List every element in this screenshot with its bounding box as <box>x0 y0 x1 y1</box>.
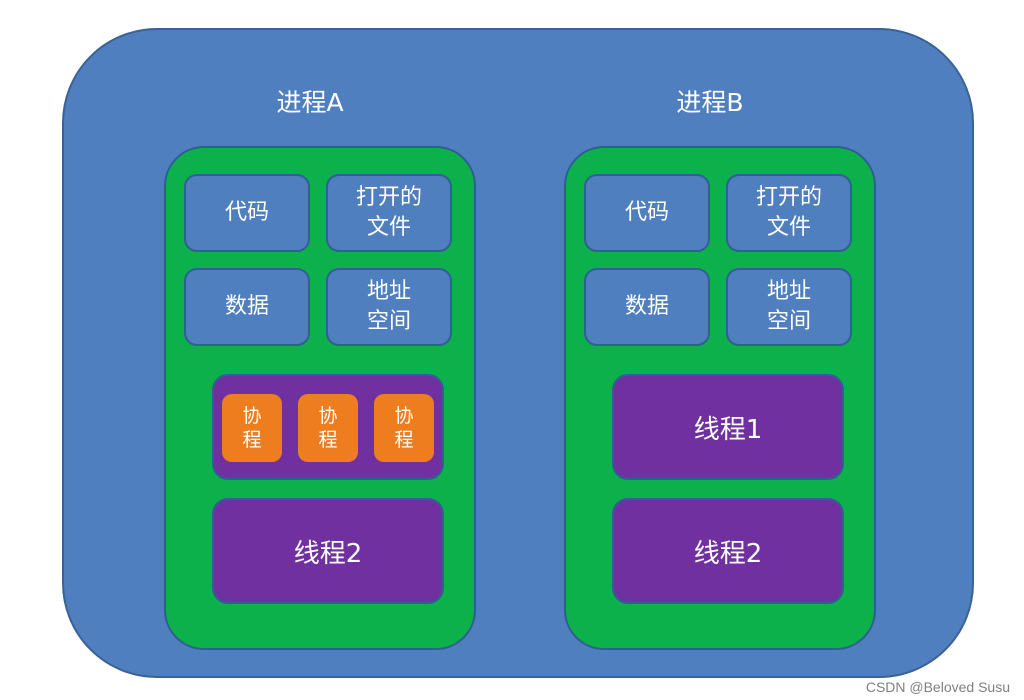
coroutine-1: 协程 <box>222 394 282 462</box>
process-a-data: 数据 <box>184 268 310 346</box>
process-a: 代码 打开的文件 数据 地址空间 协程 协程 协程 线程2 <box>164 146 476 650</box>
process-a-thread-2: 线程2 <box>212 498 444 604</box>
process-b-code: 代码 <box>584 174 710 252</box>
process-b-thread-1: 线程1 <box>612 374 844 480</box>
process-b-address-space: 地址空间 <box>726 268 852 346</box>
process-a-open-files: 打开的文件 <box>326 174 452 252</box>
process-b-thread-2: 线程2 <box>612 498 844 604</box>
process-a-thread-with-coroutines: 协程 协程 协程 <box>212 374 444 480</box>
diagram-container: 进程A 代码 打开的文件 数据 地址空间 协程 协程 协程 线程2 <box>62 28 974 678</box>
process-a-address-space: 地址空间 <box>326 268 452 346</box>
watermark: CSDN @Beloved Susu <box>865 679 1010 695</box>
coroutine-3: 协程 <box>374 394 434 462</box>
process-b-open-files: 打开的文件 <box>726 174 852 252</box>
process-b: 代码 打开的文件 数据 地址空间 线程1 线程2 <box>564 146 876 650</box>
coroutine-2: 协程 <box>298 394 358 462</box>
process-a-title: 进程A <box>276 88 344 117</box>
process-a-code: 代码 <box>184 174 310 252</box>
process-b-data: 数据 <box>584 268 710 346</box>
process-b-title: 进程B <box>676 88 744 117</box>
